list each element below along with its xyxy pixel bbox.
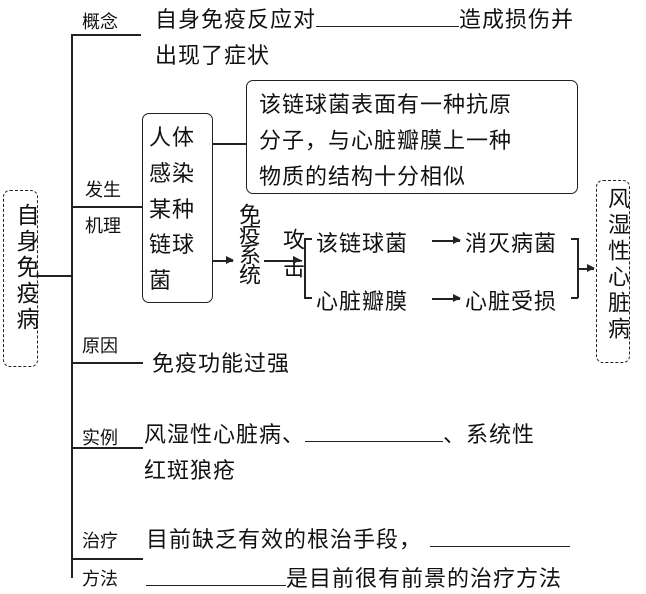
outcome-box: 风湿性心脏病 <box>596 180 630 363</box>
treatment-blank-1[interactable] <box>430 545 571 547</box>
infection-line-1: 人体 <box>149 126 196 151</box>
treatment-line1: 目前缺乏有效的根治手段， <box>146 522 571 554</box>
concept-blank[interactable] <box>316 25 460 27</box>
bracket-left-top <box>304 238 312 240</box>
treatment-label-top: 治疗 <box>82 531 118 552</box>
treatment-blank-2[interactable] <box>146 584 286 586</box>
bracket-right-bottom <box>571 297 578 299</box>
examples-line1: 风湿性心脏病、 、系统性 <box>144 417 535 449</box>
infection-box: 人体 感染 某种 链球 菌 <box>142 113 213 303</box>
arrow-to-immune <box>213 257 234 263</box>
trunk-line <box>71 34 73 578</box>
root-connector <box>38 275 72 277</box>
bracket-right-top <box>571 238 578 240</box>
outcome-label: 风湿性心脏病 <box>604 187 629 343</box>
mechanism-label-top: 发生 <box>85 180 121 201</box>
concept-label: 概念 <box>82 12 118 33</box>
attack-label: 攻击 <box>279 228 304 284</box>
arrow-to-outcome <box>578 265 595 271</box>
cause-label: 原因 <box>82 336 118 357</box>
note-line-2: 分子，与心脏瓣膜上一种 <box>259 129 513 154</box>
note-connector <box>213 143 247 145</box>
concept-text-post: 造成损伤并 <box>459 8 575 33</box>
cause-underline <box>71 362 143 364</box>
treatment-text-1: 目前缺乏有效的根治手段， <box>146 528 423 553</box>
infection-line-5: 菌 <box>149 269 173 294</box>
treatment-line2: 是目前很有前景的治疗方法 <box>146 561 562 593</box>
arrow-top-path <box>432 237 461 243</box>
examples-text-post: 、系统性 <box>443 423 536 448</box>
bracket-right-vertical <box>577 238 579 298</box>
infection-line-3: 某种 <box>149 198 196 223</box>
examples-text-pre: 风湿性心脏病、 <box>144 423 306 448</box>
path-top-result: 消灭病菌 <box>465 232 558 257</box>
infection-line-2: 感染 <box>149 162 196 187</box>
concept-line2: 出现了症状 <box>155 44 271 69</box>
concept-underline <box>71 34 141 36</box>
root-label: 自身免疫病 <box>12 203 38 333</box>
note-line-3: 物质的结构十分相似 <box>259 165 467 190</box>
note-box: 该链球菌表面有一种抗原 分子，与心脏瓣膜上一种 物质的结构十分相似 <box>246 80 578 194</box>
bracket-left-bottom <box>304 297 312 299</box>
immune-system-label: 免疫系统 <box>235 203 260 283</box>
root-node: 自身免疫病 <box>3 190 38 367</box>
examples-underline <box>71 447 143 449</box>
treatment-label-bottom: 方法 <box>82 569 118 590</box>
path-bottom-source: 心脏瓣膜 <box>316 290 409 315</box>
bracket-left-vertical <box>304 238 306 298</box>
examples-line2: 红斑狼疮 <box>144 459 237 484</box>
treatment-underline <box>71 558 143 560</box>
cause-text: 免疫功能过强 <box>152 352 291 377</box>
concept-text-pre: 自身免疫反应对 <box>155 8 317 33</box>
concept-line1: 自身免疫反应对 造成损伤并 <box>155 2 574 34</box>
treatment-text-2: 是目前很有前景的治疗方法 <box>286 567 563 592</box>
arrow-bottom-path <box>432 295 461 301</box>
mechanism-underline <box>71 206 143 208</box>
path-top-source: 该链球菌 <box>316 232 409 257</box>
mechanism-label-bottom: 机理 <box>85 216 121 237</box>
examples-blank[interactable] <box>305 440 444 442</box>
infection-line-4: 链球 <box>149 233 196 258</box>
note-line-1: 该链球菌表面有一种抗原 <box>259 93 513 118</box>
examples-label: 实例 <box>82 428 118 449</box>
path-bottom-result: 心脏受损 <box>465 290 558 315</box>
arrow-attack <box>264 257 301 263</box>
